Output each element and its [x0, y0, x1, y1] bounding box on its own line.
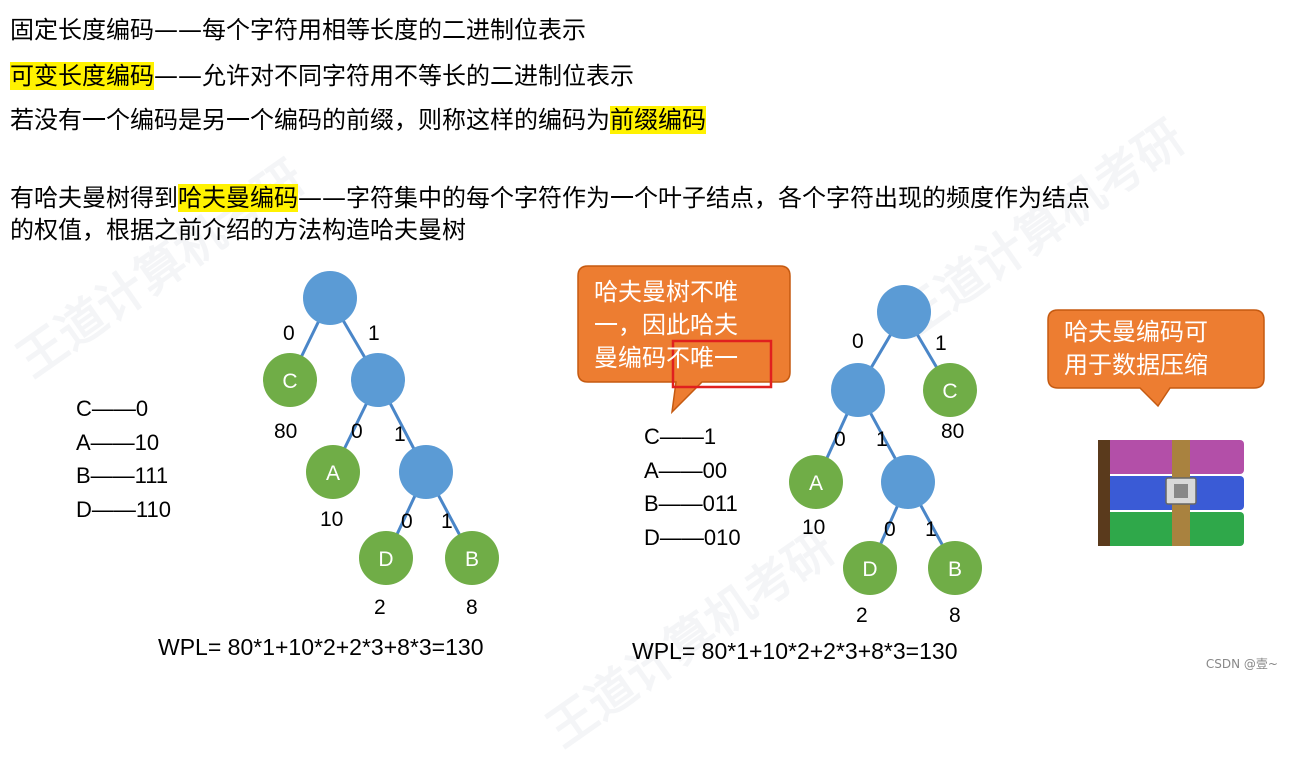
term-variable-length: 可变长度编码 — [10, 62, 154, 90]
tree2-weight: 2 — [856, 604, 868, 627]
tree2-weight: 8 — [949, 604, 961, 627]
tree2-inner-node — [831, 363, 885, 417]
tree2-edge-label: 0 — [834, 428, 846, 451]
text-line-5: 的权值，根据之前介绍的方法构造哈夫曼树 — [10, 216, 466, 244]
tree1-inner-node — [399, 445, 453, 499]
tree1-weight: 10 — [320, 508, 343, 531]
term-prefix-code: 前缀编码 — [610, 106, 706, 134]
code-row: D——010 — [644, 524, 741, 550]
tree1-leaf-b — [445, 531, 499, 585]
text-line-1: 固定长度编码——每个字符用相等长度的二进制位表示 — [10, 16, 586, 44]
tree2-edge-label: 0 — [884, 518, 896, 541]
footer-credit: CSDN @壹~ — [1205, 657, 1278, 671]
tree1-edge-label: 0 — [283, 322, 295, 345]
tree1-leaf-d — [359, 531, 413, 585]
code-row: C——1 — [644, 424, 717, 449]
tree2-weight: 80 — [941, 420, 964, 443]
tree2-leaf-label: B — [948, 558, 962, 581]
tree1-leaf-c — [263, 353, 317, 407]
tree2-leaf-b — [928, 541, 982, 595]
callout-bubble — [577, 265, 791, 415]
winrar-archive-icon — [1098, 440, 1244, 546]
tree1-weight: 8 — [466, 596, 478, 619]
tree2-leaf-label: C — [942, 380, 957, 403]
code-table-2: C——1 A——00 B——011 D——010 — [644, 420, 741, 554]
tree2-leaf-d — [843, 541, 897, 595]
tree1-edge-label: 1 — [368, 322, 380, 345]
tree1-weight: 2 — [374, 596, 386, 619]
callout-bubble — [1047, 309, 1265, 408]
tree1-leaf-label: D — [378, 548, 393, 571]
code-table-1: C——0 A——10 B——111 D——110 — [76, 392, 171, 526]
code-row: D——110 — [76, 496, 171, 522]
tree2-edge-label: 0 — [852, 330, 864, 353]
callout-text-1: 哈夫曼树不唯 一，因此哈夫 曼编码不唯一 — [594, 278, 738, 372]
tree1-weight: 80 — [274, 420, 297, 443]
tree2-edge-label: 1 — [925, 518, 937, 541]
term-fixed-length: 固定长度编码 — [10, 16, 154, 44]
text-line-4: 有哈夫曼树得到哈夫曼编码——字符集中的每个字符作为一个叶子结点，各个字符出现的频… — [10, 184, 1090, 212]
tree2-leaf-a — [789, 455, 843, 509]
tree1-leaf-label: C — [282, 370, 297, 393]
code-row: A——10 — [76, 429, 160, 455]
text-line-2: 可变长度编码——允许对不同字符用不等长的二进制位表示 — [10, 62, 634, 90]
callout-text-2: 哈夫曼编码可 用于数据压缩 — [1064, 318, 1208, 379]
code-row: C——0 — [76, 396, 149, 421]
tree1-edge-label: 0 — [351, 420, 363, 443]
tree2-weight: 10 — [802, 516, 825, 539]
code-row: B——011 — [644, 491, 738, 516]
tree1-edge-label: 0 — [401, 510, 413, 533]
tree1-leaf-label: A — [326, 462, 340, 485]
code-row: B——111 — [76, 463, 169, 488]
tree2-leaf-label: D — [862, 558, 877, 581]
text-line-3: 若没有一个编码是另一个编码的前缀，则称这样的编码为前缀编码 — [10, 106, 706, 134]
tree2-edge-label: 1 — [935, 332, 947, 355]
wpl-formula-1: WPL= 80*1+10*2+2*3+8*3=130 — [158, 634, 484, 660]
term-huffman-code: 哈夫曼编码 — [178, 184, 298, 212]
tree1-edge-label: 1 — [441, 510, 453, 533]
red-highlight-box — [671, 339, 773, 389]
tree1-root-node — [303, 271, 357, 325]
tree1-edge-label: 1 — [394, 423, 406, 446]
tree2-leaf-label: A — [809, 472, 823, 495]
tree2-leaf-c — [923, 363, 977, 417]
not-unique-text: 不唯一 — [666, 344, 738, 372]
tree1-inner-node — [351, 353, 405, 407]
tree1-leaf-a — [306, 445, 360, 499]
huffman-trees: C A D B 0 1 0 1 0 1 80 10 2 8 C A D B 0 … — [263, 265, 1265, 627]
tree2-root-node — [877, 285, 931, 339]
tree1-leaf-label: B — [465, 548, 479, 571]
tree2-inner-node — [881, 455, 935, 509]
wpl-formula-2: WPL= 80*1+10*2+2*3+8*3=130 — [632, 638, 958, 664]
code-row: A——00 — [644, 457, 728, 483]
tree2-edge-label: 1 — [876, 428, 888, 451]
